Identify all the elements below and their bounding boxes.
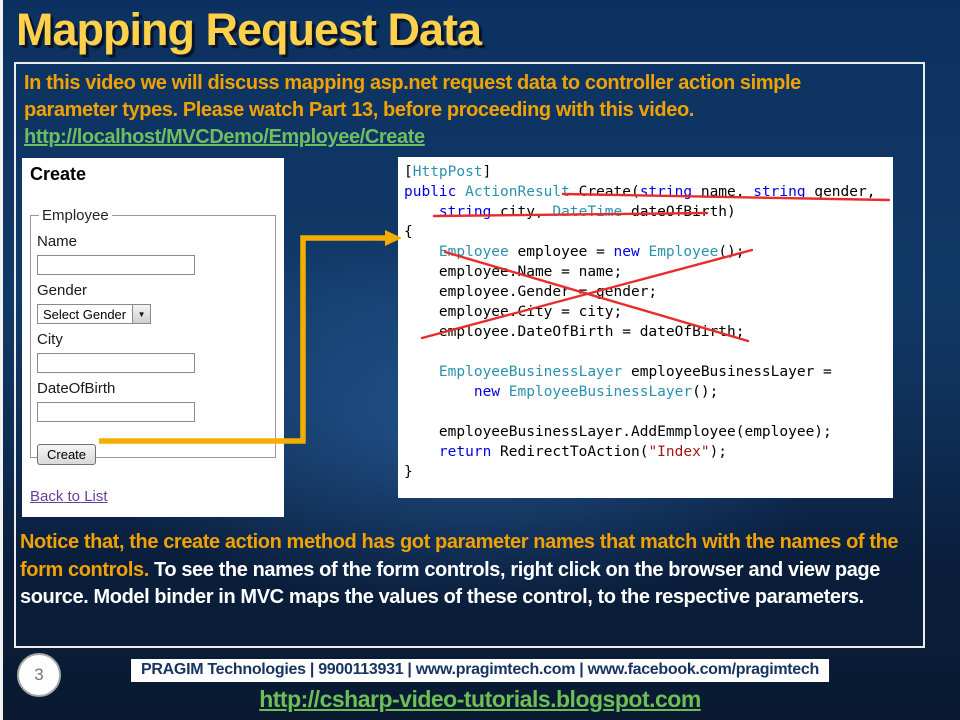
dateofbirth-input[interactable] (37, 402, 195, 422)
intro-line-1: In this video we will discuss mapping as… (24, 72, 801, 94)
city-label: City (37, 331, 63, 348)
blog-link[interactable]: http://csharp-video-tutorials.blogspot.c… (259, 686, 701, 712)
city-input[interactable] (37, 353, 195, 373)
intro-line-2: parameter types. Please watch Part 13, b… (24, 99, 694, 121)
fieldset-legend: Employee (42, 207, 109, 224)
content-panel (14, 62, 925, 648)
intro-text: In this video we will discuss mapping as… (24, 70, 914, 151)
footer-banner: PRAGIM Technologies | 9900113931 | www.p… (131, 659, 829, 682)
form-heading: Create (30, 164, 87, 184)
name-label: Name (37, 233, 78, 250)
back-to-list-link[interactable]: Back to List (30, 488, 108, 505)
create-form-window: Create Employee Name Gender Select Gende… (22, 158, 284, 517)
slide-number-badge: 3 (17, 653, 61, 697)
notice-text: Notice that, the create action method ha… (20, 529, 920, 612)
gender-select[interactable]: Select Gender ▼ (37, 304, 152, 324)
left-edge-stripe (0, 0, 3, 720)
dropdown-arrow-icon[interactable]: ▼ (132, 305, 151, 323)
employee-fieldset: Employee Name Gender Select Gender ▼ Cit… (30, 207, 276, 465)
gender-label: Gender (37, 282, 88, 299)
name-input[interactable] (37, 255, 195, 275)
dateofbirth-label: DateOfBirth (37, 380, 116, 397)
page-title: Mapping Request Data (16, 4, 482, 55)
code-block: [HttpPost]public ActionResult Create(str… (404, 164, 876, 480)
localhost-create-link[interactable]: http://localhost/MVCDemo/Employee/Create (24, 126, 425, 148)
create-button[interactable]: Create (37, 444, 97, 465)
code-window: [HttpPost]public ActionResult Create(str… (398, 157, 893, 498)
notice-rest: To see the names of the form controls, r… (20, 558, 880, 609)
notice-highlight: Notice that, the create action method ha… (20, 531, 899, 581)
gender-select-value: Select Gender (43, 306, 127, 322)
